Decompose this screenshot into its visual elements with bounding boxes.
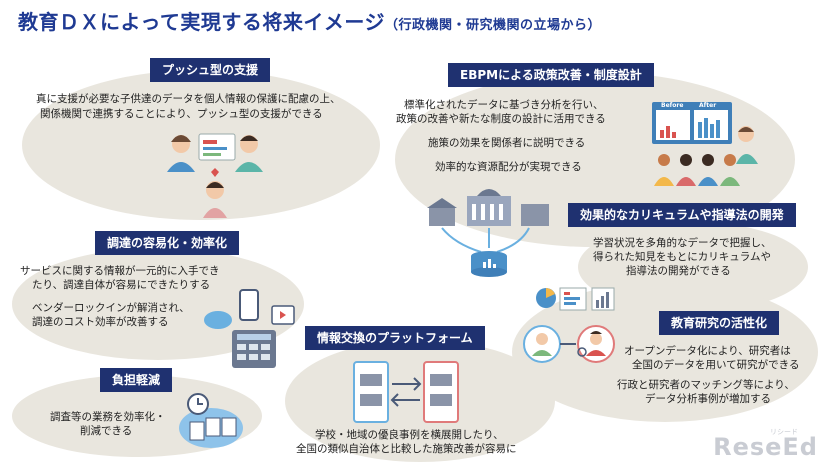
school-exchange-icon [352,360,462,426]
research-text-line4: データ分析事例が増加する [645,393,771,405]
research-heading: 教育研究の活性化 [659,311,780,335]
platform-text-line2: 全国の類似自治体と比較した施策改善が容易に [296,443,517,455]
ebpm-text-line4: 効率的な資源配分が実現できる [435,161,582,173]
before-label: Before [661,102,684,109]
push-text-line1: 真に支援が必要な子供達のデータを個人情報の保護に配慮の上、 [36,93,341,105]
procure-text-line3: ベンダーロックインが解消され、 [32,302,190,314]
after-label: After [699,102,717,109]
ebpm-heading: EBPMによる政策改善・制度設計 [448,63,654,87]
ebpm-text-line1: 標準化されたデータに基づき分析を行い、 [404,99,604,111]
watermark-sub: リシード [770,428,798,436]
platform-heading: 情報交換のプラットフォーム [305,326,485,350]
push-text-line2: 関係機関で連携することにより、プッシュ型の支援ができる [40,108,323,120]
cloud-documents-icon [176,392,246,452]
burden-text-line1: 調査等の業務を効率化・ [50,411,166,423]
burden-text-line2: 削減できる [80,425,133,437]
page-title-main: 教育ＤＸによって実現する将来イメージ [18,10,385,34]
page-title-sub: （行政機関・研究機関の立場から） [385,18,602,33]
support-people-icon [165,128,265,220]
curriculum-text-line3: 指導法の開発ができる [626,265,731,277]
procure-text-line1: サービスに関する情報が一元的に入手でき [20,265,220,277]
curriculum-heading: 効果的なカリキュラムや指導法の開発 [568,203,796,227]
burden-heading: 負担軽減 [100,368,173,392]
cloud-devices-icon [200,288,300,370]
page-title: 教育ＤＸによって実現する将来イメージ（行政機関・研究機関の立場から） [18,6,601,35]
procure-heading: 調達の容易化・効率化 [95,231,240,255]
ebpm-text-line2: 政策の改善や新たな制度の設計に活用できる [396,113,606,125]
procure-text-line2: たり、調達自体が容易にできたりする [32,279,211,291]
procure-text-line4: 調達のコスト効率が改善する [32,316,169,328]
before-after-presentation-icon [650,100,760,188]
ebpm-text-line3: 施策の効果を関係者に説明できる [428,137,586,149]
watermark-logo: ReseEd [713,433,818,461]
curriculum-text-line1: 学習状況を多角的なデータで把握し、 [593,237,772,249]
platform-text-line1: 学校・地域の優良事例を横展開したり、 [315,429,504,441]
research-text-line1: オープンデータ化により、研究者は [624,345,791,357]
research-text-line3: 行政と研究者のマッチング等により、 [617,379,795,391]
curriculum-text-line2: 得られた知見をもとにカリキュラムや [593,251,771,263]
push-heading: プッシュ型の支援 [150,58,271,82]
data-hub-buildings-icon [425,182,555,282]
research-text-line2: 全国のデータを用いて研究ができる [632,359,800,371]
research-charts-icon [520,284,620,376]
